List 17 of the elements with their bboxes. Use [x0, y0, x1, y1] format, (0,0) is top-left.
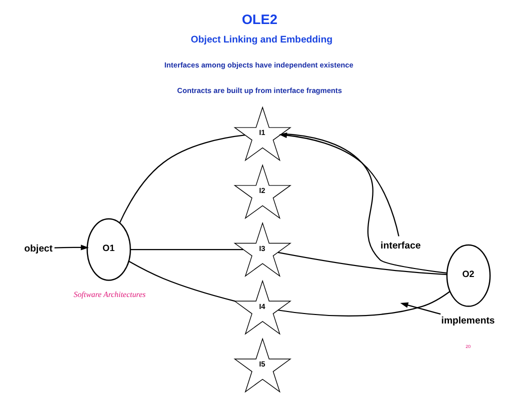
connector — [282, 132, 447, 274]
node-text: implements — [441, 314, 495, 326]
connector — [278, 290, 450, 316]
diagram-title: OLE2 — [242, 11, 278, 26]
label: Software Architectures — [74, 290, 146, 299]
connector — [119, 134, 246, 223]
node-text: object — [24, 242, 53, 254]
arrow — [279, 132, 400, 236]
connector — [278, 251, 447, 275]
arrow — [400, 302, 441, 314]
connector — [130, 248, 244, 250]
arrow — [54, 244, 89, 250]
node-ellipse: O2 — [446, 244, 491, 306]
node-ellipse: O1 — [86, 218, 131, 280]
label: Object Linking and Embedding — [190, 34, 333, 46]
node-text: interface — [380, 240, 421, 251]
connector — [128, 260, 236, 302]
